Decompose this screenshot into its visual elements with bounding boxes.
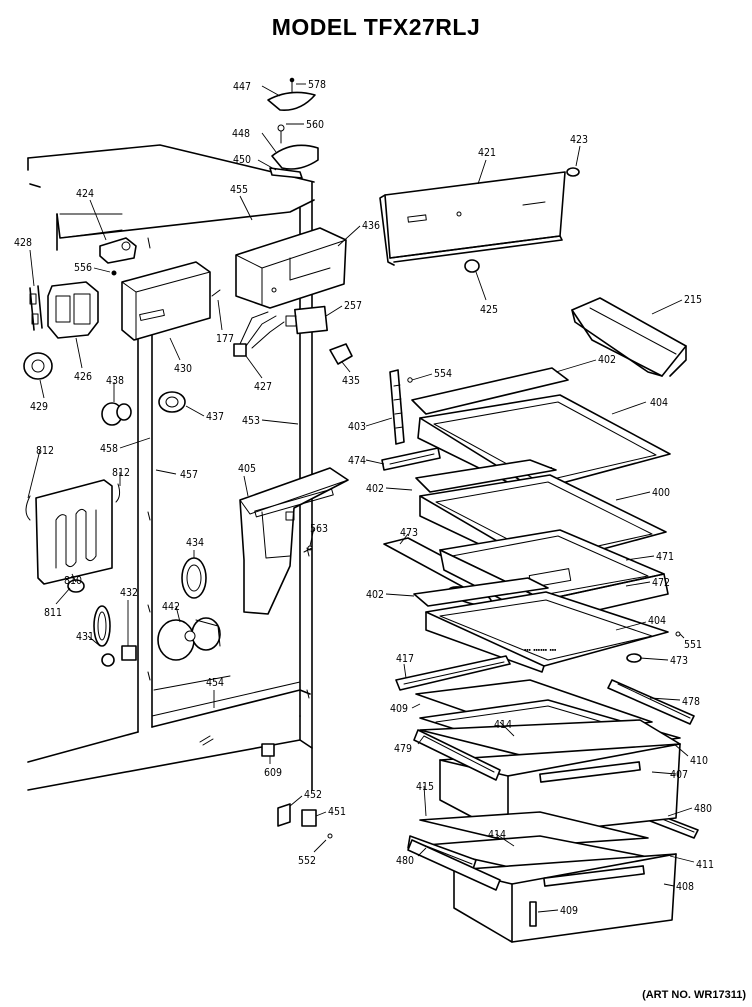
damper-and-fan (93, 557, 221, 667)
callout-448: 448 (232, 128, 250, 140)
callout-472: 472 (652, 577, 670, 589)
callout-409-upper: 409 (390, 703, 408, 715)
callout-427: 427 (254, 381, 272, 393)
callout-810: 810 (64, 575, 82, 587)
callout-474: 474 (348, 455, 366, 467)
callout-426: 426 (74, 371, 92, 383)
cabinet-liner (27, 144, 315, 791)
callout-407: 407 (670, 769, 688, 781)
callout-404-upper: 404 (650, 397, 668, 409)
lower-shelf: ⋯ ⋯⋯ ⋯ (413, 577, 681, 673)
callout-442: 442 (162, 601, 180, 613)
callout-480-right: 480 (694, 803, 712, 815)
callout-473-upper: 473 (400, 527, 418, 539)
callout-421: 421 (478, 147, 496, 159)
callout-450: 450 (233, 154, 251, 166)
control-housing (211, 227, 353, 365)
callout-812-left: 812 (36, 445, 54, 457)
callout-404-lower: 404 (648, 615, 666, 627)
callout-563: 563 (310, 523, 328, 535)
callout-560: 560 (306, 119, 324, 131)
svg-text:⋯ ⋯⋯ ⋯: ⋯ ⋯⋯ ⋯ (524, 646, 556, 654)
callout-554: 554 (434, 368, 452, 380)
callout-430: 430 (174, 363, 192, 375)
callout-labels: 447 578 448 560 450 421 423 424 455 436 … (14, 79, 714, 917)
shelf-ladder (389, 369, 413, 445)
shelf-support-rail (379, 167, 580, 273)
callout-473-lower: 473 (670, 655, 688, 667)
callout-609: 609 (264, 767, 282, 779)
callout-438: 438 (106, 375, 124, 387)
callout-414-lower: 414 (488, 829, 506, 841)
callout-417: 417 (396, 653, 414, 665)
lower-crisper-drawer (407, 835, 677, 943)
callout-177: 177 (216, 333, 234, 345)
callout-454: 454 (206, 677, 224, 689)
callout-811: 811 (44, 607, 62, 619)
callout-431: 431 (76, 631, 94, 643)
callout-215: 215 (684, 294, 702, 306)
callout-428: 428 (14, 237, 32, 249)
callout-479: 479 (394, 743, 412, 755)
dairy-bin (571, 297, 687, 377)
callout-429: 429 (30, 401, 48, 413)
callout-257: 257 (344, 300, 362, 312)
callout-453: 453 (242, 415, 260, 427)
upper-shelf: ⋯ ⋯⋯ ⋯ (381, 367, 671, 496)
callout-471: 471 (656, 551, 674, 563)
callout-812-right: 812 (112, 467, 130, 479)
light-housing-assembly (23, 237, 211, 426)
model-title: MODEL TFX27RLJ (271, 14, 481, 40)
callout-410: 410 (690, 755, 708, 767)
leader-lines (27, 83, 695, 913)
callout-403: 403 (348, 421, 366, 433)
callout-452: 452 (304, 789, 322, 801)
callout-402-middle: 402 (366, 483, 384, 495)
callout-424: 424 (76, 188, 94, 200)
callout-402-lower: 402 (366, 589, 384, 601)
callout-432: 432 (120, 587, 138, 599)
callout-414-upper: 414 (494, 719, 512, 731)
callout-434: 434 (186, 537, 204, 549)
art-number: (ART NO. WR17311) (642, 989, 746, 1001)
callout-551: 551 (684, 639, 702, 651)
callout-458: 458 (100, 443, 118, 455)
callout-480-left: 480 (396, 855, 414, 867)
callout-405: 405 (238, 463, 256, 475)
callout-457: 457 (180, 469, 198, 481)
callout-411: 411 (696, 859, 714, 871)
callout-408: 408 (676, 881, 694, 893)
callout-402-upper: 402 (598, 354, 616, 366)
callout-478: 478 (682, 696, 700, 708)
callout-552: 552 (298, 855, 316, 867)
callout-425: 425 (480, 304, 498, 316)
callout-455: 455 (230, 184, 248, 196)
callout-451: 451 (328, 806, 346, 818)
callout-578: 578 (308, 79, 326, 91)
callout-436: 436 (362, 220, 380, 232)
callout-556: 556 (74, 262, 92, 274)
mullion-hardware (261, 545, 333, 839)
callout-409-lower: 409 (560, 905, 578, 917)
callout-437: 437 (206, 411, 224, 423)
heater-panel (25, 479, 121, 593)
callout-415: 415 (416, 781, 434, 793)
callout-447: 447 (233, 81, 251, 93)
callout-400: 400 (652, 487, 670, 499)
callout-435: 435 (342, 375, 360, 387)
air-duct (239, 467, 349, 615)
top-hinge-assembly (267, 77, 319, 179)
callout-423: 423 (570, 134, 588, 146)
